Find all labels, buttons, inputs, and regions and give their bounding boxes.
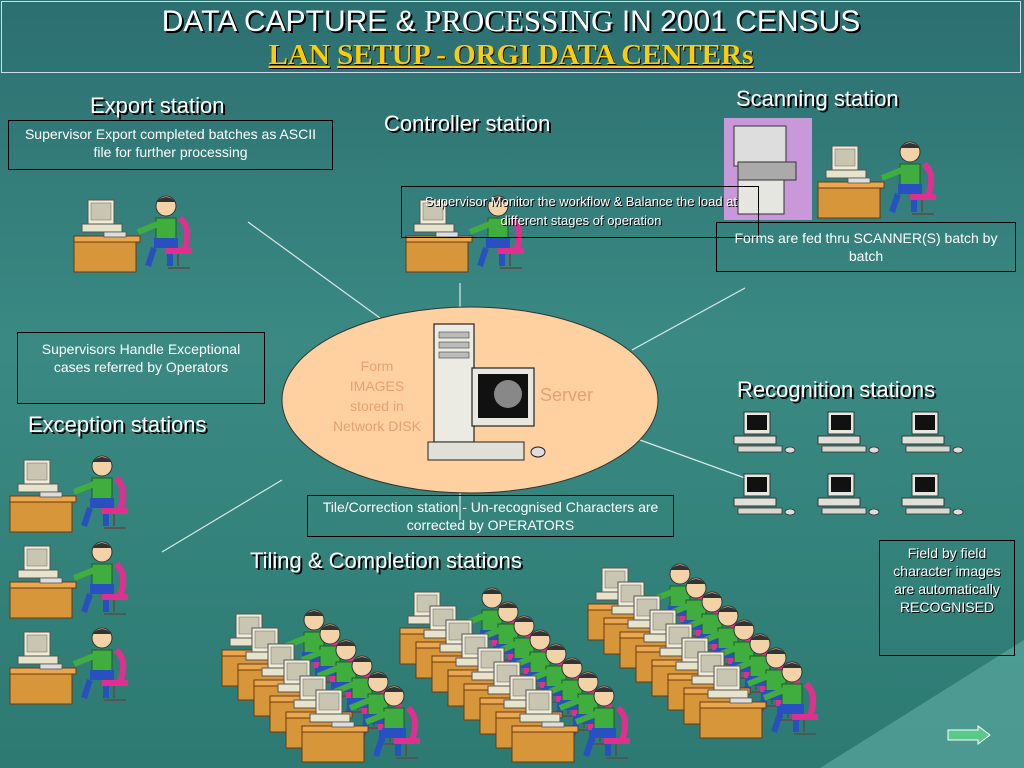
controller-description-text: Supervisor Monitor the workflow & Balanc…	[424, 194, 738, 228]
tiling-stations	[222, 564, 818, 762]
exception-description: Supervisors Handle Exceptional cases ref…	[17, 332, 265, 404]
next-arrow-icon[interactable]	[947, 725, 991, 745]
title-part: SETUP -	[337, 39, 454, 71]
recognition-stations-title: Recognition stations	[737, 377, 936, 402]
title-line-1: DATA CAPTURE & PROCESSING IN 2001 CENSUS	[2, 4, 1020, 39]
export-description: Supervisor Export completed batches as A…	[8, 120, 333, 170]
title-part: LAN	[268, 39, 330, 71]
tiling-description: Tile/Correction station - Un-recognised …	[307, 495, 674, 537]
scanner-icon	[724, 118, 812, 220]
scanning-station-title: Scanning station	[736, 86, 899, 111]
title-part: IN 2001 CENSUS	[613, 5, 861, 38]
title-part: DATA CAPTURE &	[161, 5, 424, 38]
scanning-description: Forms are fed thru SCANNER(S) batch by b…	[716, 222, 1016, 272]
title-part: PROCESSING	[423, 3, 614, 38]
recognition-stations	[733, 411, 964, 516]
exception-stations-title: Exception stations	[28, 412, 207, 437]
title-line-2: LAN SETUP - ORGI DATA CENTERs	[2, 39, 1020, 71]
tiling-stations-title: Tiling & Completion stations	[250, 548, 522, 573]
scanning-operator	[818, 142, 936, 218]
export-station-title: Export station	[90, 93, 225, 118]
exception-stations	[10, 456, 128, 704]
controller-description	[401, 186, 759, 238]
server-label: Server	[540, 385, 594, 405]
server-icon	[427, 323, 546, 461]
form-images-label: Form IMAGES stored in Network DISK	[333, 358, 421, 434]
controller-station-title: Controller station	[384, 111, 551, 136]
decorative-wedge	[820, 640, 1024, 768]
title-part: ORGI DATA CENTERs	[453, 39, 754, 71]
recognition-description: Field by field character images are auto…	[879, 540, 1015, 656]
export-station	[74, 196, 192, 272]
title-box: DATA CAPTURE & PROCESSING IN 2001 CENSUS…	[1, 1, 1021, 73]
